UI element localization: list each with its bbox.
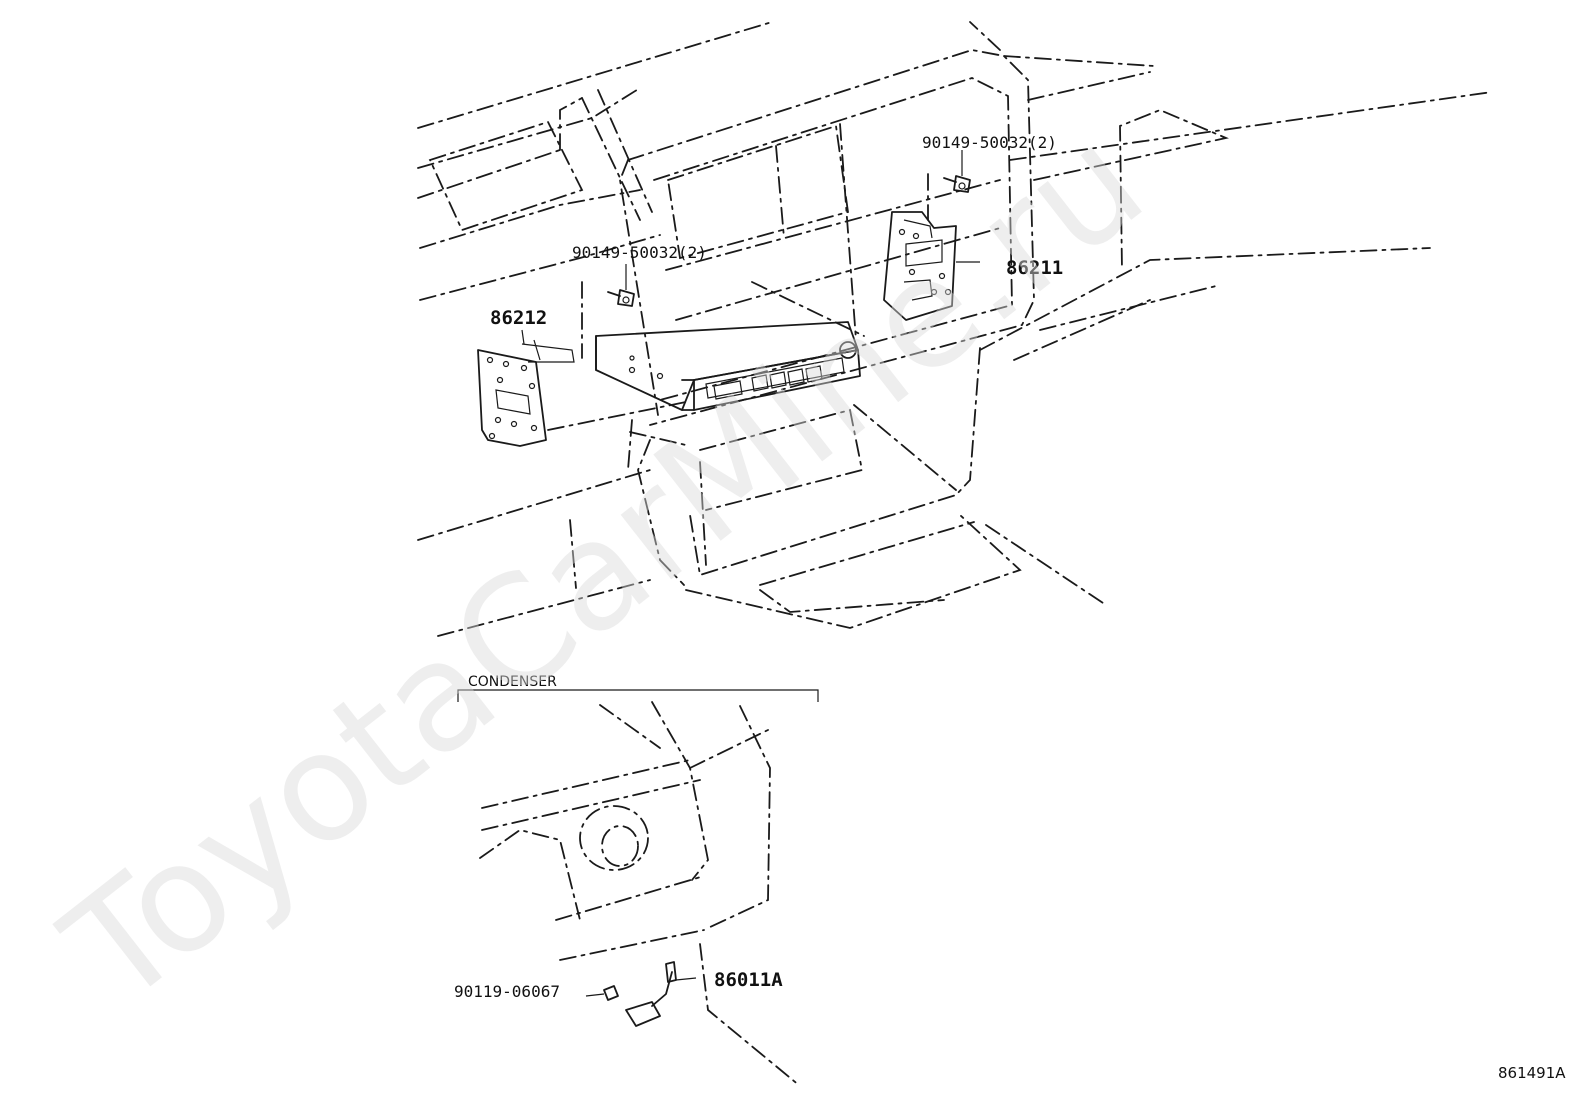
label-bolt-upper-right: 90149-50032(2) [922, 133, 1057, 152]
radio-receiver-unit [595, 321, 861, 411]
bolt-upper-right [943, 150, 971, 193]
label-bolt-upper-left: 90149-50032(2) [572, 243, 707, 262]
dashboard-outline [417, 21, 1493, 637]
bolt-upper-left [607, 264, 635, 307]
label-condenser-86011a: 86011A [714, 969, 783, 991]
label-bracket-86211: 86211 [1006, 257, 1063, 279]
bracket-86212 [477, 329, 575, 447]
label-condenser-inset: CONDENSER [468, 674, 557, 690]
diagram-reference-number: 861491A [1498, 1064, 1566, 1082]
bracket-86211 [883, 211, 980, 321]
label-screw-lower: 90119-06067 [454, 982, 560, 1001]
label-bracket-86212: 86212 [490, 307, 547, 329]
condenser-inset [457, 689, 819, 1087]
watermark: ToyotaCarMine.ru [34, 94, 1175, 1038]
